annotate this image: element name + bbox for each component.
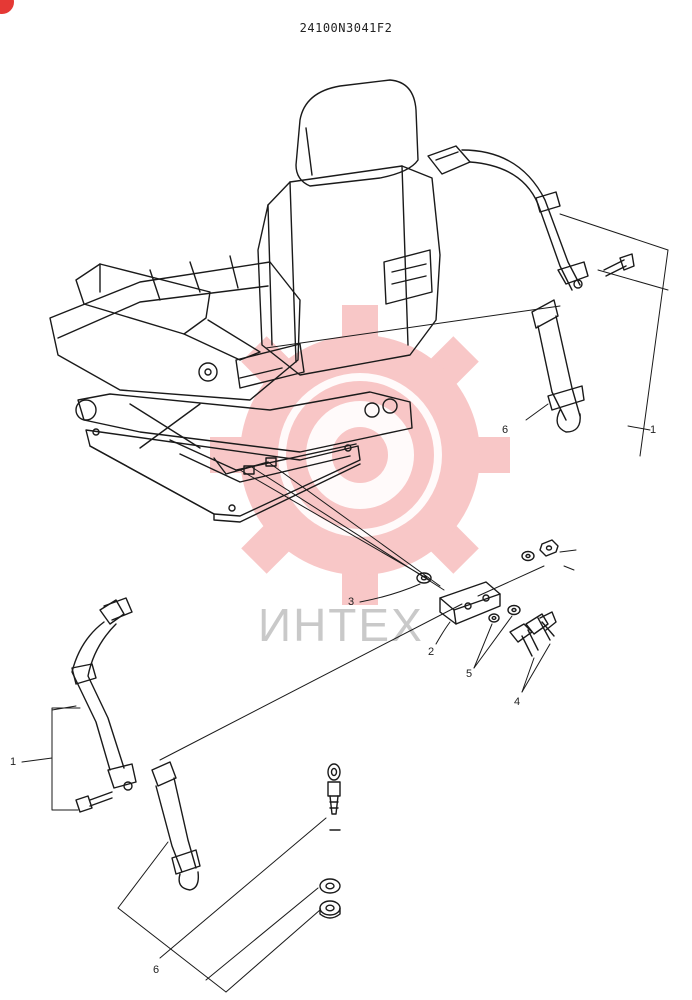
leader-part-6-lower — [117, 817, 327, 993]
leader-part-1-left — [21, 705, 81, 811]
callout-1-left: 1 — [10, 756, 17, 768]
callout-6-lower: 6 — [153, 964, 160, 976]
mounting-bracket — [439, 581, 501, 625]
seat-belt-left-tongue — [151, 761, 201, 891]
callout-5: 5 — [466, 668, 473, 680]
explode-lines — [159, 305, 577, 761]
seat-belt-right-buckle — [427, 145, 589, 291]
spacer-washers — [319, 878, 341, 919]
callout-1-right: 1 — [650, 424, 657, 436]
bolt-upper-right — [603, 253, 635, 277]
callout-2: 2 — [428, 646, 435, 658]
callout-4: 4 — [514, 696, 521, 708]
bolt-pair-part-4 — [509, 611, 557, 657]
washer-part-3 — [416, 572, 432, 584]
anchor-eye-bolt — [327, 763, 341, 831]
drawing-code: 24100N3041F2 — [299, 21, 393, 35]
bolt-lower-left — [75, 791, 113, 813]
operator-seat — [49, 79, 441, 523]
seat-belt-left-buckle — [71, 597, 137, 791]
nut-washer-set — [488, 539, 559, 623]
leaders-small-parts — [359, 583, 551, 693]
seat-belt-right-tongue — [531, 299, 585, 433]
callout-6-right: 6 — [502, 424, 509, 436]
leader-part-1-right — [559, 213, 669, 457]
leader-part-6-right — [525, 403, 549, 421]
callout-3: 3 — [348, 596, 355, 608]
watermark-text: ИНТЕХ — [258, 599, 424, 651]
